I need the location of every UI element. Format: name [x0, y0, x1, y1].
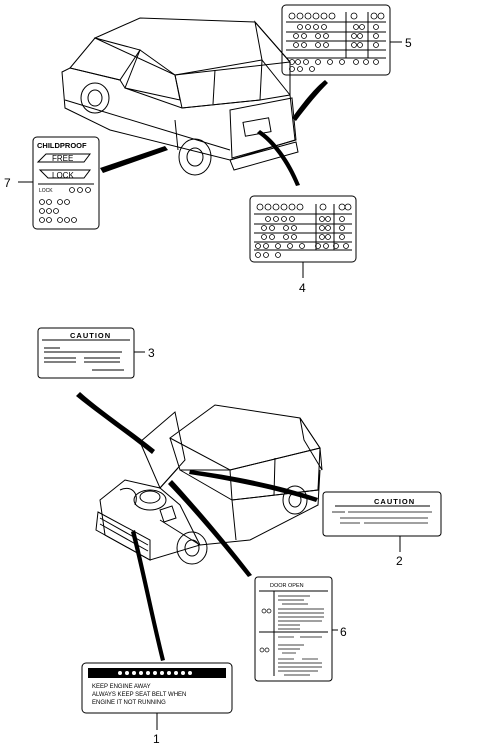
warning-line-2: ALWAYS KEEP SEAT BELT WHEN: [92, 692, 186, 698]
leader-lines-bottom: [76, 392, 318, 661]
childproof-title: CHILDPROOF: [37, 141, 87, 150]
warning-line-1: KEEP ENGINE AWAY: [92, 684, 151, 690]
leader-lines-top: [100, 80, 328, 186]
tire-6-title: DOOR OPEN: [270, 583, 304, 589]
callout-6: 6: [340, 625, 347, 639]
car-front-view: [95, 404, 323, 565]
caution-2-title: CAUTION: [374, 497, 415, 506]
label-5-plate: [281, 4, 391, 76]
callout-3: 3: [148, 346, 155, 360]
warning-line-3: ENGINE IT NOT RUNNING: [92, 700, 166, 706]
car-rear-view: [61, 17, 299, 176]
callout-7: 7: [4, 176, 11, 190]
callout-2: 2: [396, 554, 403, 568]
childproof-lock-small: LOCK: [39, 188, 53, 194]
callout-5: 5: [405, 36, 412, 50]
label-1-warning: KEEP ENGINE AWAY ALWAYS KEEP SEAT BELT W…: [81, 662, 233, 714]
caution-3-title: CAUTION: [70, 331, 111, 340]
label-7-childproof: CHILDPROOF FREE LOCK LOCK: [32, 136, 100, 230]
callout-1: 1: [153, 732, 160, 746]
label-2-caution: CAUTION: [322, 491, 442, 537]
label-4-plate: [249, 195, 357, 263]
label-3-caution: CAUTION: [37, 327, 135, 379]
callout-4: 4: [299, 281, 306, 295]
childproof-free: FREE: [52, 154, 73, 163]
label-6-tire-info: DOOR OPEN: [254, 576, 333, 682]
childproof-lock: LOCK: [52, 171, 74, 180]
